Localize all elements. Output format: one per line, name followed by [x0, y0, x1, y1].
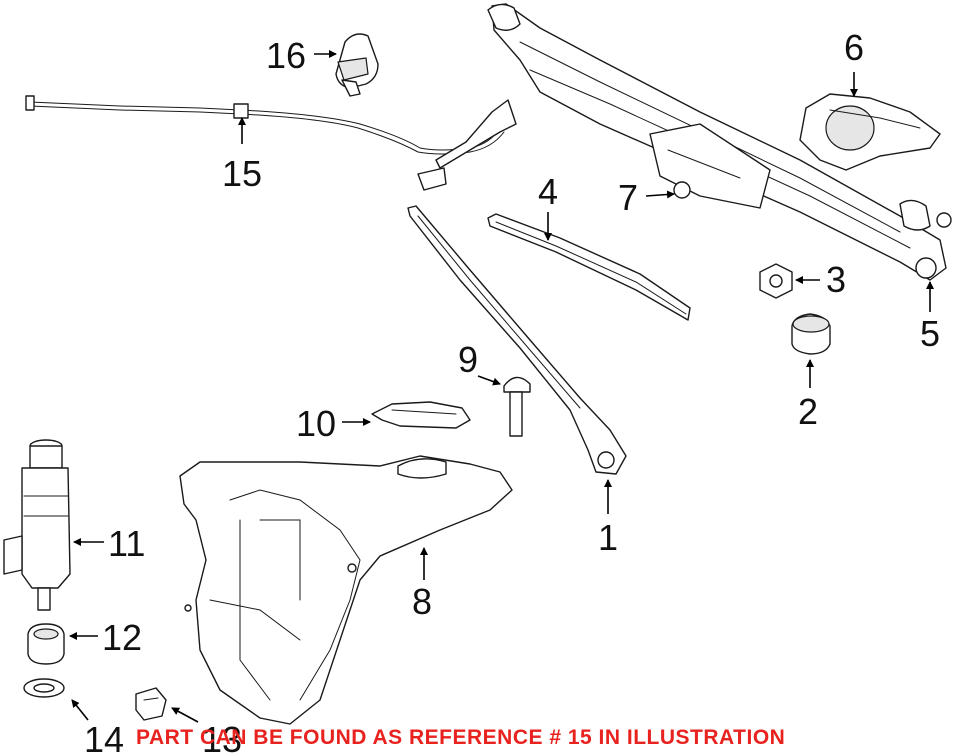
- reservoir-cap-part[interactable]: [371, 401, 471, 429]
- grommet-part[interactable]: [27, 623, 65, 665]
- callout-8: 8: [412, 581, 432, 622]
- callout-2: 2: [798, 391, 818, 432]
- seal-ring-part[interactable]: [23, 678, 65, 698]
- callout-10: 10: [296, 403, 336, 444]
- level-sensor-part[interactable]: [135, 687, 167, 721]
- callout-11: 11: [108, 523, 145, 564]
- leader-9: [477, 375, 501, 386]
- callout-6: 6: [844, 27, 864, 68]
- reference-note: PART CAN BE FOUND AS REFERENCE # 15 IN I…: [136, 726, 786, 749]
- callout-15: 15: [222, 153, 262, 194]
- leader-14: [71, 699, 89, 721]
- wiper-arm-part[interactable]: [407, 205, 627, 475]
- bolt-part[interactable]: [503, 376, 531, 437]
- leader-lines: [69, 50, 934, 723]
- callout-13: 13: [202, 719, 242, 756]
- callout-12: 12: [102, 617, 142, 658]
- callout-1: 1: [598, 517, 618, 558]
- washer-hose-part[interactable]: [25, 95, 517, 191]
- wiper-blade-part[interactable]: [487, 213, 691, 321]
- motor-bushing-part[interactable]: [649, 123, 771, 209]
- leader-7: [645, 190, 675, 199]
- callout-9: 9: [458, 339, 478, 380]
- callout-16: 16: [266, 35, 306, 76]
- callout-5: 5: [920, 313, 940, 354]
- cap-part[interactable]: [791, 313, 831, 355]
- callout-labels: 16 15 6 7 4 3 5 2 9 10 1 11 8 12 14 13: [84, 27, 940, 756]
- callout-7: 7: [618, 177, 638, 218]
- washer-nozzle-part[interactable]: [335, 33, 379, 97]
- wiper-motor-part[interactable]: [799, 93, 941, 171]
- washer-pump-part[interactable]: [3, 439, 71, 611]
- callout-14: 14: [84, 719, 124, 756]
- leader-13: [171, 707, 199, 723]
- callout-3: 3: [826, 259, 846, 300]
- washer-reservoir-part[interactable]: [179, 455, 513, 725]
- nut-part[interactable]: [759, 263, 793, 299]
- callout-4: 4: [538, 171, 558, 212]
